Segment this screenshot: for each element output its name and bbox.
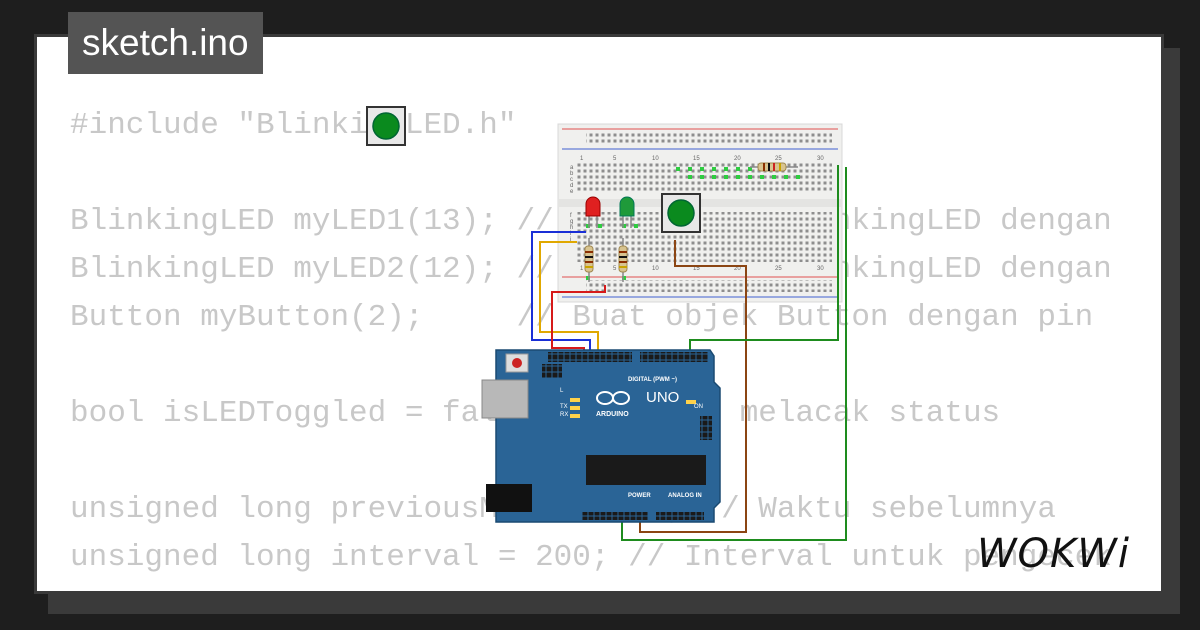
bb-col-label: 30 (817, 156, 824, 162)
code-line: Button myButton(2); // Buat objek Button… (70, 300, 1094, 335)
bb-col-label: 30 (817, 266, 824, 272)
reset-icon (512, 358, 522, 368)
bb-col-label: 15 (693, 156, 700, 162)
analog-header (656, 512, 704, 520)
arduino-infinity-icon (596, 391, 630, 405)
digital-header-2 (640, 352, 708, 362)
brand-label: ARDUINO (596, 411, 629, 418)
led-red[interactable] (585, 196, 601, 228)
on-label: ON (694, 404, 703, 410)
bb-col-label: 15 (693, 266, 700, 272)
bb-col-label: 20 (734, 156, 741, 162)
analog-label: ANALOG IN (668, 493, 702, 499)
wires (531, 165, 847, 541)
atmega-chip (586, 455, 706, 485)
led-green[interactable] (619, 196, 635, 228)
button-cap-icon (372, 112, 400, 140)
bb-col-label: 10 (652, 266, 659, 272)
pushbutton-breadboard[interactable] (661, 193, 701, 233)
arduino-uno-board[interactable]: DIGITAL (PWM ~) UNO ARDUINO ON TX RX L P… (481, 349, 721, 523)
bb-col-label: 1 (580, 266, 584, 272)
bb-col-label: 25 (775, 156, 782, 162)
bb-row-label: j (569, 237, 571, 243)
bb-col-label: 5 (613, 266, 617, 272)
l-label: L (560, 388, 564, 394)
bb-row-label: a (570, 165, 574, 171)
digital-header-1 (548, 352, 632, 362)
bb-row-label: h (570, 225, 573, 231)
bb-row-label: g (570, 219, 573, 225)
bb-col-label: 5 (613, 156, 617, 162)
wokwi-logo: WOKWi (977, 531, 1130, 575)
bb-col-label: 1 (580, 156, 584, 162)
rx-label: RX (560, 412, 568, 418)
wokwi-logo-text: WOKWi (977, 531, 1130, 575)
bb-row-label: e (570, 189, 574, 195)
bb-col-label: 10 (652, 156, 659, 162)
power-header (582, 512, 648, 520)
usb-port (481, 379, 529, 419)
power-label: POWER (628, 493, 651, 499)
icsp-header-top (542, 364, 562, 378)
pushbutton-floating[interactable] (366, 106, 406, 146)
digital-label: DIGITAL (PWM ~) (628, 377, 677, 383)
tx-label: TX (560, 404, 568, 410)
power-jack (486, 484, 532, 512)
code-line: unsigned long previousMillis = 0; // Wak… (70, 492, 1056, 527)
resistor-3[interactable] (750, 162, 798, 172)
bb-col-label: 20 (734, 266, 741, 272)
model-label: UNO (646, 389, 679, 406)
bb-row-label: i (570, 231, 571, 237)
icsp-header (700, 416, 712, 440)
bb-row-label: f (570, 213, 572, 219)
file-tab[interactable]: sketch.ino (68, 12, 263, 74)
button-cap-icon (667, 199, 695, 227)
code-line: unsigned long interval = 200; // Interva… (70, 540, 1112, 575)
bb-row-label: b (570, 171, 574, 177)
bb-row-label: d (570, 183, 573, 189)
resistor-1[interactable] (584, 238, 594, 282)
resistor-2[interactable] (618, 238, 628, 282)
bb-col-label: 25 (775, 266, 782, 272)
bb-row-label: c (570, 177, 573, 183)
